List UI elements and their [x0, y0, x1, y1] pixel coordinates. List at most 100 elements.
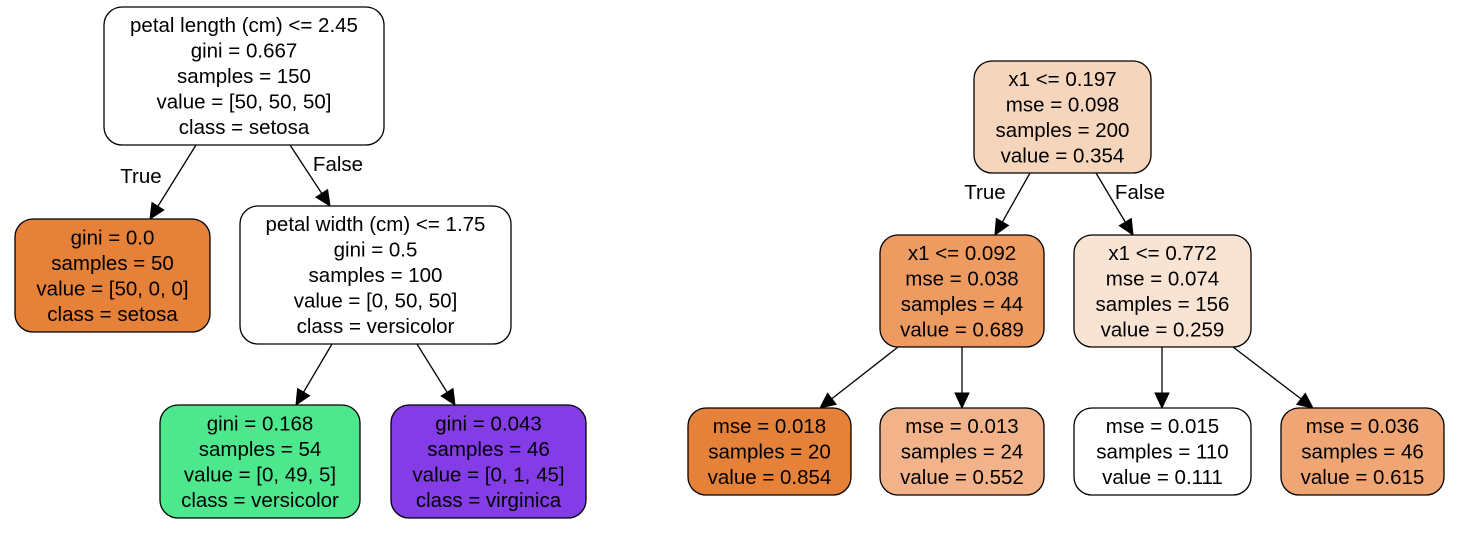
- arrowhead: [954, 392, 970, 410]
- node-box: [973, 60, 1152, 174]
- node-text-line: class = virginica: [416, 489, 562, 512]
- node-text-line: samples = 200: [996, 119, 1130, 142]
- edge-label-true: True: [120, 165, 161, 188]
- edge-label-true: True: [964, 181, 1005, 204]
- arrowhead: [994, 217, 1010, 237]
- tree-node: petal width (cm) <= 1.75 gini = 0.5sample…: [239, 205, 512, 345]
- node-text-line: value = [0, 1, 45]: [412, 463, 564, 486]
- tree-edge: [819, 346, 899, 409]
- arrowhead: [295, 387, 311, 407]
- node-box: [390, 404, 587, 519]
- node-box: [239, 205, 512, 345]
- node-text-line: value = [50, 50, 50]: [157, 91, 332, 114]
- node-text-line: mse = 0.038: [905, 267, 1018, 290]
- node-text-line: samples = 46: [1301, 441, 1424, 464]
- node-text-line: value = 0.259: [1101, 318, 1225, 341]
- node-text-line: mse = 0.098: [1006, 93, 1119, 116]
- arrowhead: [1295, 392, 1314, 409]
- node-text-line: class = setosa: [179, 116, 310, 139]
- tree-edge: [1232, 346, 1314, 409]
- arrowhead: [440, 387, 456, 407]
- arrowhead: [1154, 392, 1170, 410]
- node-text-line: gini = 0.168: [207, 412, 314, 435]
- node-text-line: samples = 110: [1096, 441, 1228, 464]
- tree-edge: False: [289, 144, 363, 207]
- node-box: [1073, 234, 1252, 348]
- arrowhead: [149, 201, 165, 221]
- tree-edge: [1154, 347, 1170, 410]
- node-text-line: value = 0.854: [708, 466, 832, 489]
- edge-line: [303, 343, 333, 393]
- node-box: [1280, 407, 1445, 496]
- node-text-line: class = setosa: [47, 303, 178, 326]
- node-box: [879, 407, 1045, 496]
- node-text-line: gini = 0.5: [334, 239, 418, 262]
- node-text-line: samples = 46: [427, 438, 550, 461]
- node-text-line: samples = 50: [51, 252, 174, 275]
- node-text-line: gini = 0.043: [435, 412, 542, 435]
- edge-line: [1001, 172, 1031, 223]
- arrowhead: [1118, 217, 1134, 237]
- node-text-line: class = versicolor: [297, 315, 455, 338]
- edge-line: [157, 144, 197, 207]
- node-box: [1073, 407, 1252, 496]
- node-text-line: samples = 44: [901, 293, 1024, 316]
- edge-label-false: False: [313, 153, 363, 176]
- node-text-line: mse = 0.036: [1306, 415, 1419, 438]
- node-text-line: samples = 24: [901, 441, 1024, 464]
- node-text-line: x1 <= 0.772: [1108, 242, 1216, 265]
- node-text-line: gini = 0.667: [191, 40, 298, 63]
- node-box: [687, 407, 852, 496]
- node-box: [14, 218, 211, 333]
- tree-edge: True: [120, 144, 197, 221]
- node-text-line: mse = 0.074: [1106, 267, 1219, 290]
- tree-edge: [954, 347, 970, 410]
- node-text-line: value = 0.615: [1301, 466, 1425, 489]
- tree-node: petal length (cm) <= 2.45 gini = 0.667sam…: [103, 6, 385, 146]
- node-text-line: mse = 0.018: [713, 415, 826, 438]
- node-text-line: gini = 0.0: [71, 226, 155, 249]
- node-text-line: petal width (cm) <= 1.75: [266, 213, 486, 236]
- node-text-line: value = [50, 0, 0]: [36, 277, 188, 300]
- node-text-line: mse = 0.015: [1106, 415, 1219, 438]
- node-text-line: value = [0, 49, 5]: [184, 463, 336, 486]
- tree-edge: True: [964, 172, 1031, 237]
- node-text-line: x1 <= 0.092: [908, 242, 1016, 265]
- edge-line: [1232, 346, 1302, 400]
- node-box: [879, 234, 1045, 348]
- node-text-line: value = [0, 50, 50]: [294, 290, 458, 313]
- arrowhead: [819, 392, 838, 409]
- edge-line: [416, 343, 448, 393]
- node-text-line: value = 0.111: [1102, 466, 1223, 489]
- node-text-line: petal length (cm) <= 2.45: [130, 14, 358, 37]
- node-text-line: value = 0.689: [900, 318, 1024, 341]
- node-text-line: mse = 0.013: [905, 415, 1018, 438]
- node-text-line: value = 0.552: [900, 466, 1024, 489]
- node-text-line: samples = 100: [309, 264, 443, 287]
- node-text-line: samples = 150: [177, 65, 311, 88]
- node-text-line: x1 <= 0.197: [1008, 68, 1116, 91]
- arrowhead: [314, 188, 331, 207]
- node-text-line: samples = 20: [708, 441, 831, 464]
- node-text-line: value = 0.354: [1001, 144, 1125, 167]
- node-text-line: samples = 156: [1096, 293, 1230, 316]
- edge-label-false: False: [1115, 181, 1165, 204]
- tree-edge: [295, 343, 333, 407]
- edge-line: [831, 346, 899, 400]
- node-text-line: class = versicolor: [181, 489, 339, 512]
- edge-line: [1095, 172, 1126, 223]
- edge-line: [289, 144, 323, 194]
- node-box: [159, 404, 361, 519]
